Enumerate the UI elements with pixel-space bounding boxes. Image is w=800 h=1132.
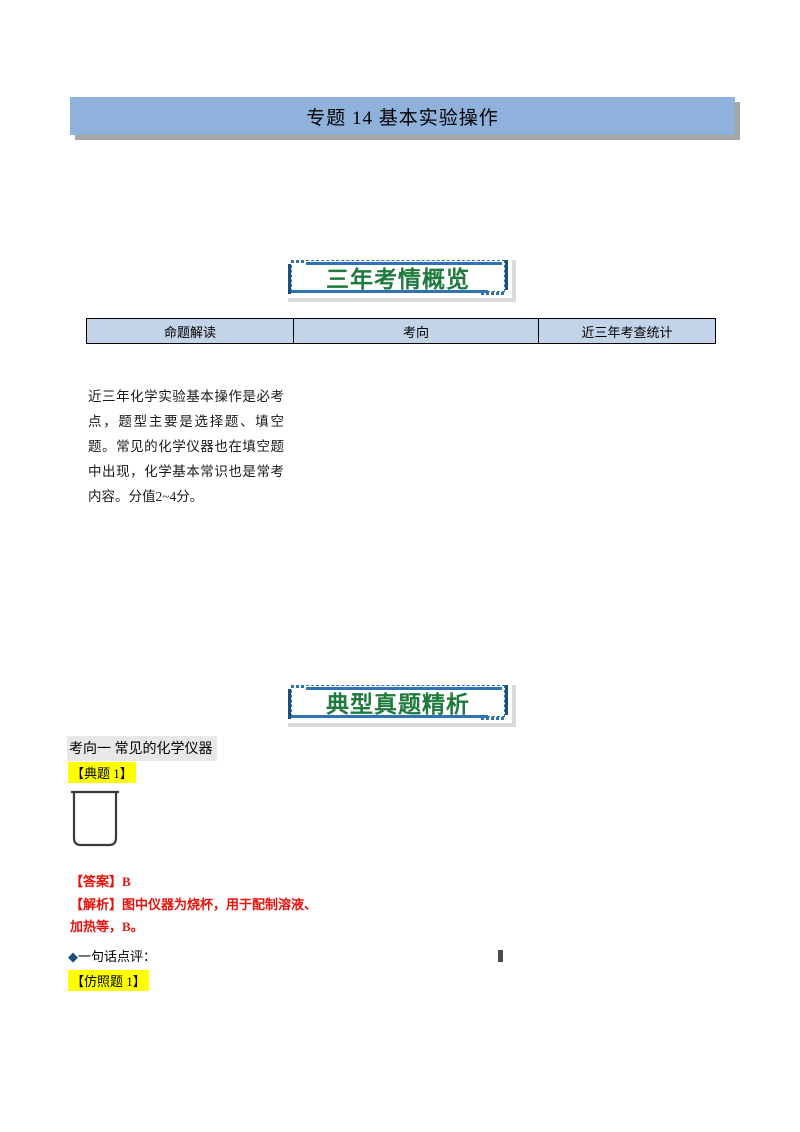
banner-right-bar (505, 260, 508, 290)
banner-dots-bottom-right (481, 292, 504, 295)
banner-dots-bottom-right (481, 717, 504, 720)
banner-bottom-rule (290, 715, 488, 718)
overview-table: 命题解读 考向 近三年考查统计 (86, 318, 716, 344)
analysis-line-2: 加热等，B。 (70, 919, 144, 934)
title-bar-fill: 专题 14 基本实验操作 (70, 97, 735, 135)
diamond-bullet-icon: ◆ (68, 949, 78, 964)
table-header-row: 命题解读 考向 近三年考查统计 (86, 318, 716, 344)
section-banner-overview: 三年考情概览 (284, 256, 516, 302)
banner-bottom-rule (290, 290, 488, 293)
document-title-bar: 专题 14 基本实验操作 (70, 97, 740, 140)
comment-label: 一句话点评： (78, 949, 157, 964)
banner-top-rule (306, 262, 502, 265)
imitation-question-tag: 【仿照题 1】 (68, 970, 149, 991)
exam-direction-heading: 考向一 常见的化学仪器 (67, 736, 217, 761)
banner-right-bar (505, 685, 508, 715)
beaker-icon (71, 790, 119, 847)
banner-left-bar (288, 264, 291, 294)
banner-dots-top-left (291, 260, 304, 263)
page-artifact-mark (498, 950, 503, 962)
banner-left-bar (288, 689, 291, 719)
section-banner-analysis: 典型真题精析 (284, 681, 516, 727)
banner-box (284, 256, 512, 298)
page-title: 专题 14 基本实验操作 (306, 107, 499, 129)
banner-top-rule (306, 687, 502, 690)
one-sentence-comment: ◆一句话点评： (68, 946, 156, 965)
table-header-cell-1: 考向 (293, 318, 539, 344)
example-question-tag: 【典题 1】 (68, 762, 136, 783)
table-header-cell-2: 近三年考查统计 (538, 318, 716, 344)
table-header-cell-0: 命题解读 (86, 318, 294, 344)
answer-line: 【答案】B (70, 874, 131, 889)
banner-box (284, 681, 512, 723)
beaker-figure (68, 788, 122, 850)
analysis-line-1: 【解析】图中仪器为烧杯，用于配制溶液、 (70, 897, 318, 912)
banner-dots-top-left (291, 685, 304, 688)
overview-body-text: 近三年化学实验基本操作是必考点，题型主要是选择题、填空题。常见的化学仪器也在填空… (88, 389, 284, 504)
banner-overview-label: 三年考情概览 (326, 267, 470, 293)
banner-analysis-label: 典型真题精析 (326, 692, 470, 718)
